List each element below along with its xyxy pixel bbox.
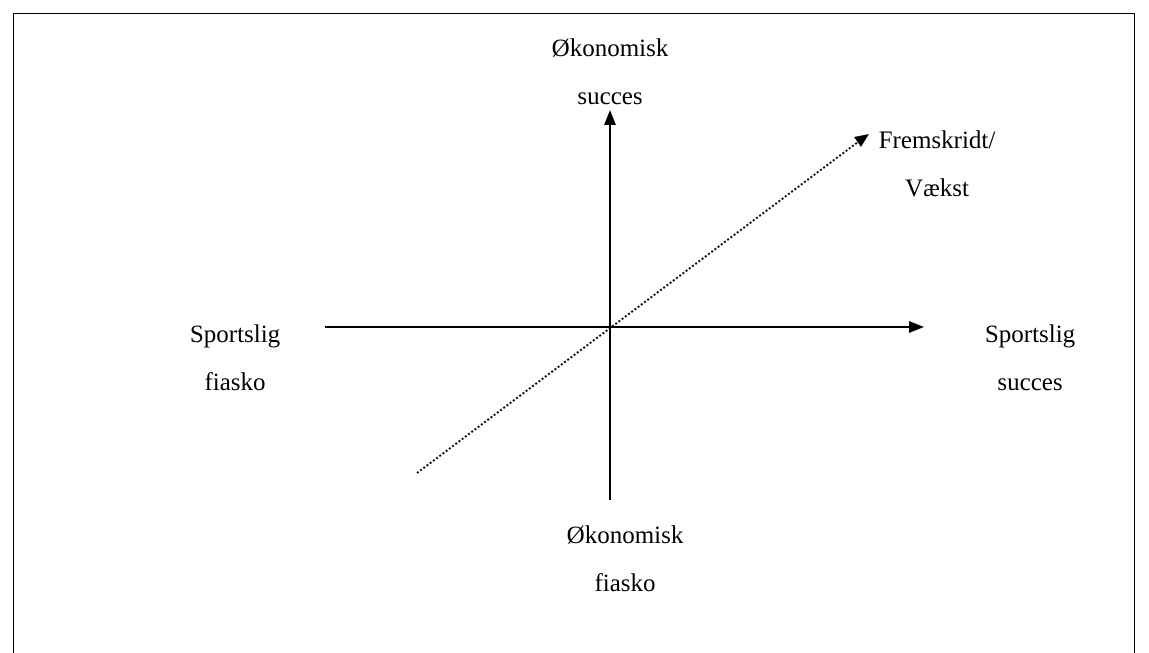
diagonal-arrowhead	[854, 134, 869, 147]
label-right-line2: succes	[997, 369, 1063, 396]
diagonal-dotted-line	[416, 141, 859, 474]
label-diagonal-line2: Vækst	[905, 175, 969, 202]
label-fremskridt-vaekst: Fremskridt/ Vækst	[857, 117, 1017, 213]
label-okonomisk-succes: Økonomisk succes	[510, 25, 710, 121]
diagram-canvas	[325, 110, 924, 500]
label-sportslig-succes: Sportslig succes	[930, 311, 1130, 407]
label-bottom-line1: Økonomisk	[566, 522, 684, 549]
label-top-line1: Økonomisk	[551, 35, 669, 62]
vertical-axis-arrowhead	[604, 110, 616, 125]
label-left-line1: Sportslig	[189, 321, 281, 348]
label-diagonal-line1: Fremskridt/	[878, 127, 996, 154]
label-top-line2: succes	[577, 83, 643, 110]
label-left-line2: fiasko	[204, 369, 266, 396]
label-bottom-line2: fiasko	[594, 570, 656, 597]
label-okonomisk-fiasko: Økonomisk fiasko	[525, 512, 725, 608]
diagram-frame	[13, 13, 1135, 653]
label-sportslig-fiasko: Sportslig fiasko	[135, 311, 335, 407]
horizontal-axis-arrowhead	[909, 321, 924, 333]
label-right-line1: Sportslig	[984, 321, 1076, 348]
